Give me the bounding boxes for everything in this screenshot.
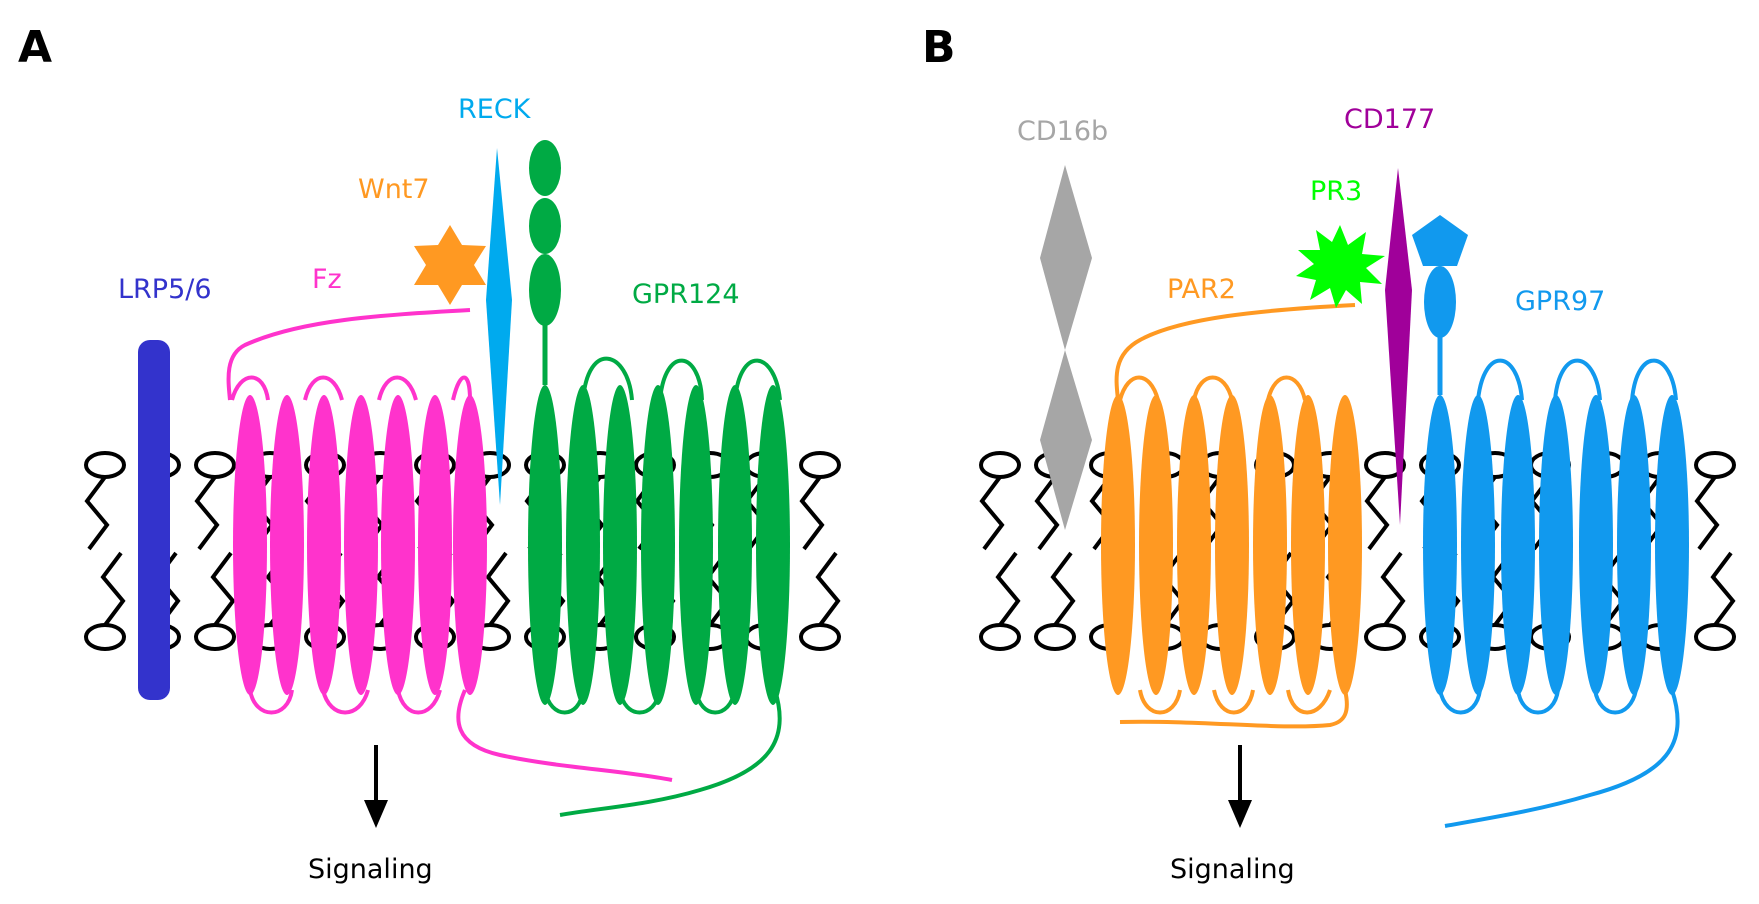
cd177-label: CD177 xyxy=(1344,104,1435,135)
gpr124-c-terminus xyxy=(559,689,782,817)
lipid-head-bottom xyxy=(194,551,236,651)
fz-loops xyxy=(230,375,472,401)
par2-receptor xyxy=(1101,303,1362,729)
par2-inner-loops xyxy=(1138,689,1332,715)
gpr124-ectodomain-3 xyxy=(529,254,561,326)
gpr97-c-terminus xyxy=(1444,689,1680,828)
panel-a: A LRP5/6 Fz Wnt7 RECK xyxy=(18,22,841,885)
reck-protein xyxy=(486,148,512,505)
signaling-label-a: Signaling xyxy=(308,854,433,885)
lipid-head-bottom xyxy=(1034,551,1076,651)
fz-receptor xyxy=(226,308,673,782)
par2-c-terminus xyxy=(1119,689,1349,729)
lipid-head-bottom xyxy=(1694,551,1736,651)
cd16b-label: CD16b xyxy=(1017,116,1108,147)
fz-c-terminus xyxy=(456,689,673,782)
gpr124-label: GPR124 xyxy=(632,279,740,310)
reck-label: RECK xyxy=(458,94,532,125)
par2-n-terminus xyxy=(1114,303,1356,401)
fz-n-terminus xyxy=(226,308,471,401)
lipid-head-top xyxy=(979,451,1021,551)
gpr124-loops xyxy=(581,356,782,401)
lrp-receptor xyxy=(138,340,170,700)
gpr97-loops xyxy=(1476,358,1678,401)
gpr97-ectodomain xyxy=(1424,266,1456,338)
lrp-label: LRP5/6 xyxy=(118,274,212,305)
cd177-protein xyxy=(1385,168,1412,525)
pr3-label: PR3 xyxy=(1310,176,1362,207)
gpr124-receptor xyxy=(528,140,790,817)
fz-label: Fz xyxy=(312,264,342,295)
par2-loops xyxy=(1118,375,1307,401)
gpr124-inner-loops xyxy=(543,689,737,715)
lipid-head-bottom xyxy=(979,551,1021,651)
par2-label: PAR2 xyxy=(1167,274,1236,305)
gpr124-ectodomain-2 xyxy=(529,198,561,254)
signaling-arrow-a xyxy=(364,745,388,828)
lipid-head-top xyxy=(84,451,126,551)
signaling-label-b: Signaling xyxy=(1170,854,1295,885)
gpr97-receptor xyxy=(1412,215,1689,828)
lipid-head-bottom xyxy=(799,551,841,651)
gpr97-label: GPR97 xyxy=(1515,286,1605,317)
signaling-arrow-b xyxy=(1228,745,1252,828)
panel-a-letter: A xyxy=(18,22,52,73)
lipid-head-top xyxy=(1694,451,1736,551)
gpr97-pentagon-domain xyxy=(1412,215,1468,266)
gpr97-inner-loops xyxy=(1438,689,1638,715)
pr3-ligand xyxy=(1296,225,1385,308)
lipid-head-bottom xyxy=(1364,551,1406,651)
fz-inner-loops xyxy=(248,689,442,715)
cd16b-protein xyxy=(1040,165,1092,530)
gpr124-ectodomain-1 xyxy=(529,140,561,196)
wnt7-label: Wnt7 xyxy=(358,174,430,205)
lipid-head-top xyxy=(194,451,236,551)
panel-b-letter: B xyxy=(922,22,956,73)
panel-b: B CD16b PAR2 PR3 CD177 xyxy=(922,22,1736,885)
lipid-head-bottom xyxy=(84,551,126,651)
wnt7-ligand xyxy=(414,225,486,305)
lipid-head-top xyxy=(799,451,841,551)
